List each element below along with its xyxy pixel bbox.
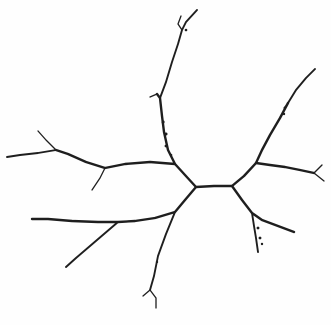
bud-upper-right-1 — [283, 113, 285, 115]
upper-right-limb-tip — [288, 69, 315, 103]
lower-left-down-twig — [143, 290, 150, 296]
lower-right-limb — [232, 186, 294, 232]
bud-upper-left-1 — [161, 120, 164, 123]
bud-upper-left-3 — [165, 145, 168, 148]
right-middle-fork-down — [314, 173, 324, 181]
left-middle-limb — [56, 150, 175, 168]
upper-left-limb — [157, 94, 196, 187]
left-middle-limb-tip — [7, 150, 56, 157]
bud-lower-right-1 — [257, 227, 260, 230]
bud-lower-left-1 — [156, 261, 158, 263]
lower-left-down-branch — [150, 212, 175, 290]
bud-lower-right-3 — [261, 243, 263, 245]
lower-right-down-twig — [252, 213, 258, 252]
right-middle-fork-up — [314, 165, 322, 173]
bud-top-1 — [185, 29, 188, 32]
bud-upper-left-4 — [170, 154, 173, 157]
lower-left-down-tip — [150, 290, 156, 308]
upper-right-limb — [232, 103, 288, 186]
left-middle-lower-twig — [92, 168, 105, 190]
lower-left-limb — [32, 187, 196, 222]
left-middle-upper-twig — [38, 131, 56, 150]
upper-left-spur — [178, 16, 182, 30]
lower-left-branch — [66, 222, 118, 267]
central-crossbar — [196, 186, 232, 187]
upper-left-twiglet — [150, 94, 157, 97]
bud-upper-left-2 — [165, 133, 168, 136]
right-middle-limb — [256, 163, 314, 173]
bud-lower-right-2 — [259, 237, 262, 240]
